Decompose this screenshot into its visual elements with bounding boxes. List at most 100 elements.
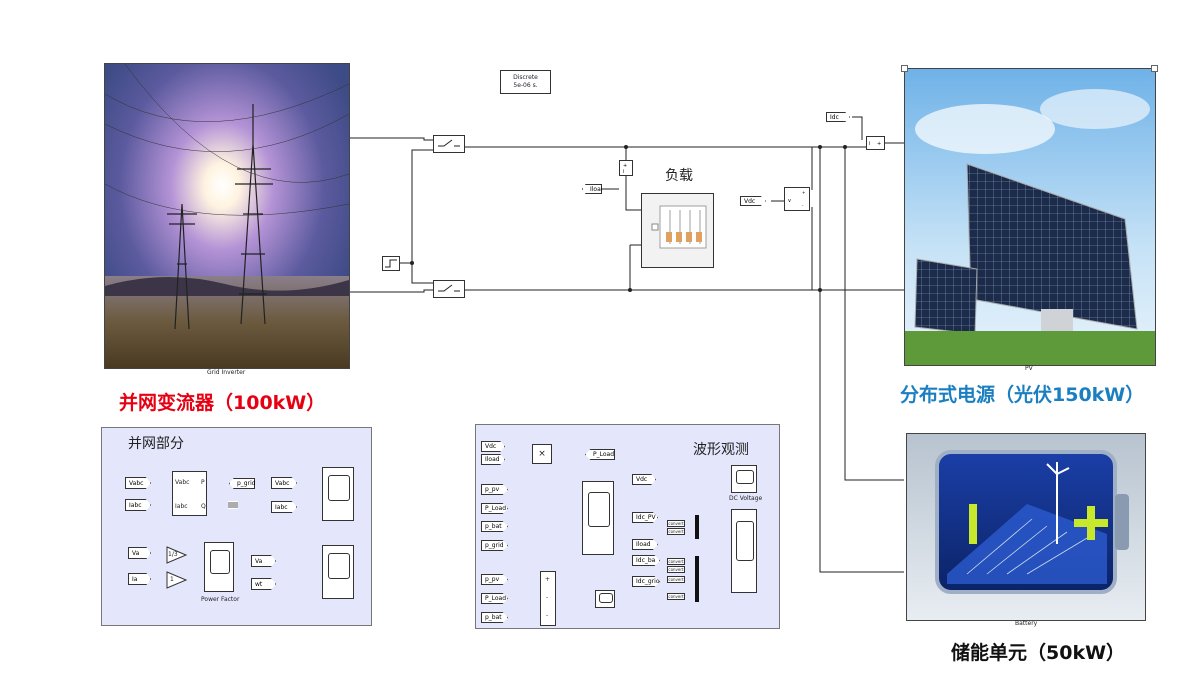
iload-from-tag-2[interactable]: Iload [632, 539, 658, 550]
solver-type: Discrete [513, 74, 538, 81]
terminator-icon [228, 502, 238, 508]
current-scope[interactable] [731, 509, 757, 593]
dc-voltage-scope[interactable] [731, 465, 757, 493]
idc-ba-from-tag[interactable]: Idc_ba [632, 555, 660, 566]
svg-text:i: i [869, 141, 870, 147]
power-measurement-block[interactable]: Vabc Iabc P Q [172, 471, 207, 516]
mux-bar-1[interactable] [695, 515, 699, 539]
voltage-measurement-block[interactable]: v + - [784, 187, 810, 211]
grid-tower-image[interactable] [104, 63, 350, 369]
p-load-from-tag[interactable]: P_Load [481, 503, 508, 514]
p-load-goto-tag[interactable]: P_Load [585, 449, 615, 460]
resize-handle[interactable] [901, 65, 908, 72]
power-factor-scope[interactable] [204, 542, 234, 592]
iabc-from-tag[interactable]: Iabc [125, 499, 151, 511]
gain-one[interactable] [166, 571, 188, 589]
product-block[interactable]: × [532, 444, 552, 464]
convert-block-1[interactable]: convert [667, 520, 685, 527]
idc-pv-from-tag[interactable]: Idc_PV [632, 512, 658, 523]
wt-from-tag[interactable]: wt [251, 578, 276, 590]
storage-label: 储能单元（50kW） [951, 642, 1126, 664]
sum-block[interactable]: + - - [540, 571, 556, 626]
iload-goto-tag[interactable]: Iload [582, 184, 602, 194]
grid-panel-title: 并网部分 [128, 436, 184, 452]
ia-from-tag[interactable]: Ia [128, 573, 151, 585]
convert-label: convert [668, 521, 684, 526]
convert-label: convert [668, 529, 684, 534]
wave-panel-title: 波形观测 [693, 442, 749, 458]
breaker-switch-icon [438, 139, 460, 147]
power-factor-caption: Power Factor [201, 596, 240, 603]
convert-label: convert [668, 594, 684, 599]
battery-image[interactable] [906, 433, 1146, 621]
breaker-bottom[interactable] [433, 280, 465, 298]
vdc-from-tag-2[interactable]: Vdc [632, 474, 656, 485]
power-tower-photo-icon [105, 64, 349, 368]
grid-inverter-label: 并网变流器（100kW） [119, 392, 326, 414]
powergui-solver-block[interactable]: Discrete 5e-06 s. [500, 70, 551, 94]
battery-photo-icon [907, 434, 1145, 620]
svg-text:i: i [623, 169, 624, 175]
idc-grid-from-tag[interactable]: Idc_grid [632, 576, 660, 587]
convert-block-3[interactable]: convert [667, 558, 685, 565]
ammeter-icon: i+ [869, 141, 881, 147]
pq-iabc-port: Iabc [175, 503, 188, 510]
wave-subsystem-panel [475, 424, 780, 629]
iload-from-tag[interactable]: Iload [481, 454, 505, 465]
resize-handle[interactable] [1151, 65, 1158, 72]
breaker-top[interactable] [433, 135, 465, 153]
p-pv-from-tag-2[interactable]: p_pv [481, 574, 508, 585]
pq-q-port: Q [201, 503, 206, 510]
svg-text:v: v [788, 198, 791, 204]
sum-sign-3: - [546, 612, 549, 619]
dc-current-measurement-block[interactable]: i+ [866, 136, 885, 150]
convert-block-5[interactable]: convert [667, 576, 685, 583]
rlc-load-block[interactable] [641, 193, 714, 268]
vdc-from-tag[interactable]: Vdc [481, 441, 505, 452]
p-bat-from-tag-2[interactable]: p_bat [481, 612, 508, 623]
convert-block-2[interactable]: convert [667, 528, 685, 535]
pv-panel-image[interactable] [904, 68, 1156, 366]
vdc-goto-tag[interactable]: Vdc [740, 196, 766, 206]
convert-block-6[interactable]: convert [667, 593, 685, 600]
gain-one-third[interactable] [166, 546, 188, 564]
terminator-block[interactable] [228, 501, 238, 509]
step-signal-icon [385, 259, 397, 268]
p-pv-from-tag[interactable]: p_pv [481, 484, 508, 495]
power-scope[interactable] [582, 481, 614, 555]
dc-voltage-caption: DC Voltage [729, 495, 763, 502]
convert-label: convert [668, 567, 684, 572]
vi-scope[interactable] [322, 467, 354, 521]
rlc-load-icon [651, 205, 707, 249]
balance-scope[interactable] [595, 590, 615, 608]
phase-scope[interactable] [322, 545, 354, 599]
current-measurement-block[interactable]: +i [619, 160, 633, 176]
idc-goto-tag[interactable]: Idc [826, 112, 850, 122]
breaker-switch-icon [438, 284, 460, 292]
vabc-from-tag-2[interactable]: Vabc [271, 477, 297, 489]
p-load-from-tag-2[interactable]: P_Load [481, 593, 508, 604]
convert-label: convert [668, 559, 684, 564]
voltmeter-icon: v + - [788, 190, 805, 208]
pv-image-caption: PV [1025, 365, 1033, 372]
p-grid-from-tag[interactable]: p_grid [481, 540, 508, 551]
mux-bar-2[interactable] [695, 556, 699, 602]
battery-image-caption: Battery [1015, 620, 1038, 627]
svg-text:-: - [802, 203, 804, 208]
gain-one-label: 1 [170, 576, 174, 583]
svg-text:+: + [802, 190, 805, 195]
step-source-block[interactable] [382, 256, 400, 271]
convert-block-4[interactable]: convert [667, 566, 685, 573]
va-from-tag[interactable]: Va [128, 547, 151, 559]
gain-one-third-label: 1/3 [168, 551, 178, 558]
svg-text:+: + [623, 163, 627, 169]
pq-vabc-port: Vabc [175, 479, 190, 486]
p-grid-goto-tag[interactable]: p_grid [229, 478, 255, 489]
sum-sign-1: + [545, 576, 551, 583]
iabc-from-tag-2[interactable]: Iabc [271, 501, 297, 513]
ammeter-icon: +i [623, 163, 627, 175]
p-bat-from-tag[interactable]: p_bat [481, 521, 508, 532]
vabc-from-tag[interactable]: Vabc [125, 477, 151, 489]
pq-p-port: P [201, 479, 205, 486]
va-from-tag-2[interactable]: Va [251, 555, 276, 567]
